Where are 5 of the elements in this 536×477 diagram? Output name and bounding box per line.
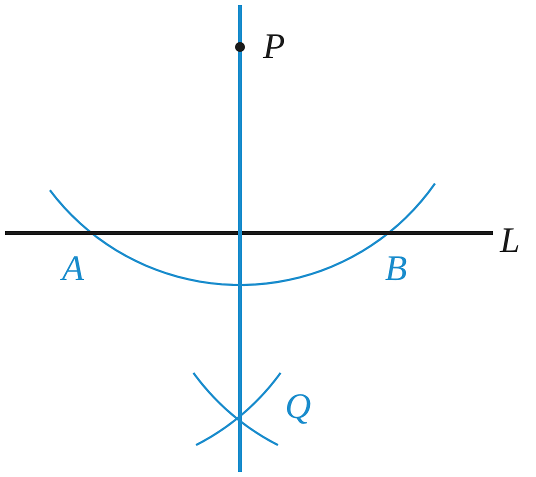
point-label: B	[385, 250, 407, 286]
point-label: Q	[285, 388, 311, 424]
point-label: P	[263, 28, 285, 64]
point-label: A	[62, 250, 84, 286]
point-label: L	[500, 222, 520, 258]
